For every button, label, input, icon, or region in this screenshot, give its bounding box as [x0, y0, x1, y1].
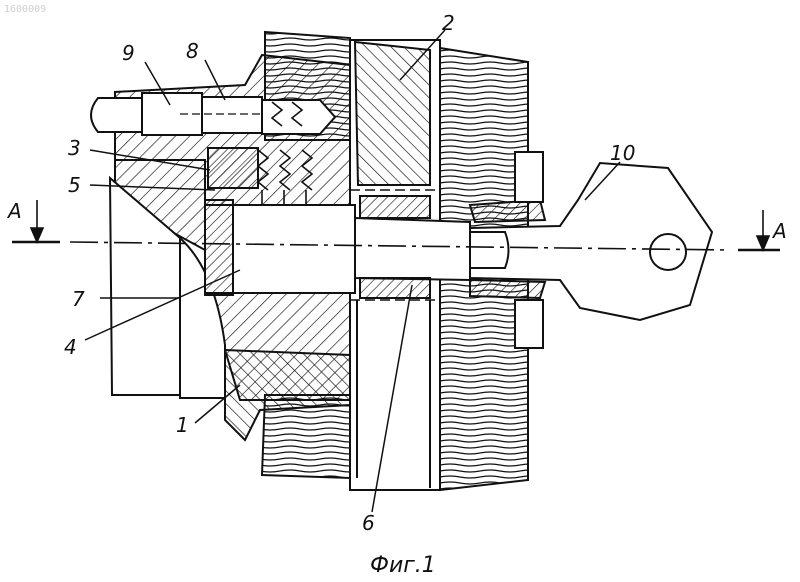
label-8: 8 [186, 39, 199, 63]
label-9: 9 [122, 41, 135, 65]
section-label-right: A [771, 219, 787, 243]
section-label-left: A [6, 199, 22, 223]
figure-caption: Фиг.1 [370, 553, 436, 578]
label-4: 4 [64, 335, 77, 359]
bolt-pin [91, 93, 335, 135]
corner-number: 1600009 [4, 4, 46, 15]
label-5: 5 [68, 173, 81, 197]
label-10: 10 [610, 141, 635, 165]
label-6: 6 [362, 511, 375, 535]
label-1: 1 [176, 413, 189, 437]
label-7: 7 [72, 287, 85, 311]
label-2: 2 [442, 11, 455, 35]
label-3: 3 [68, 136, 81, 160]
